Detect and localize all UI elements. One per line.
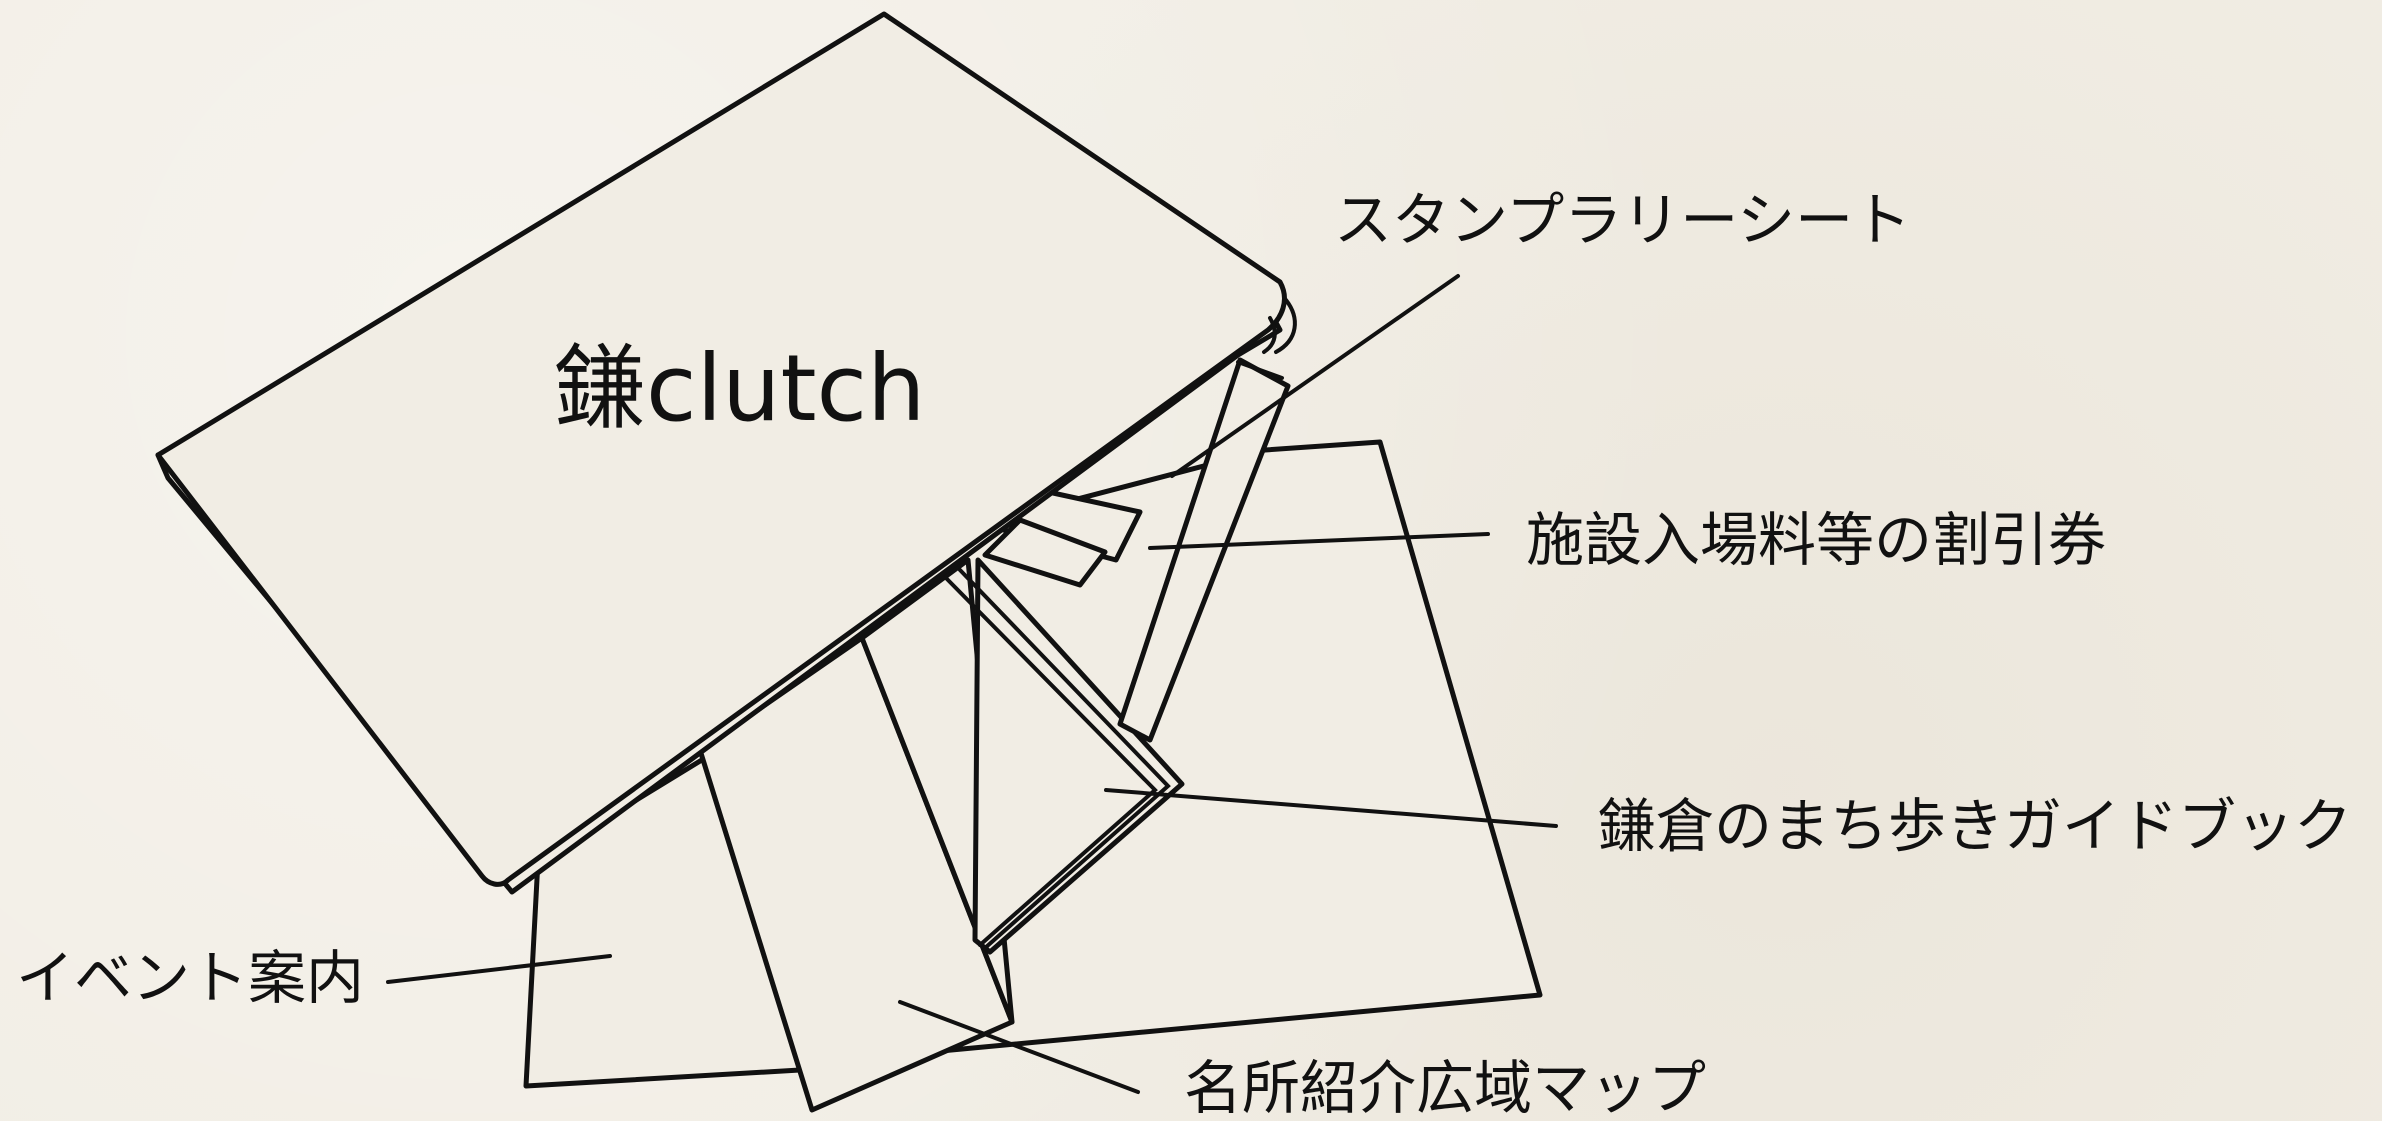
wallet-corner-curl (1274, 298, 1297, 354)
leader-guide-book (1104, 788, 1558, 828)
leader-event-info (386, 954, 612, 984)
wallet-title: 鎌clutch (554, 335, 925, 442)
wallet-cover (155, 11, 1287, 887)
guide-book-spine (958, 568, 1171, 950)
label-area-map: 名所紹介広域マップ (1184, 1054, 1706, 1121)
leader-stamp-rally (1170, 274, 1460, 478)
label-guide-book: 鎌倉のまち歩きガイドブック (1598, 792, 2352, 860)
leader-area-map (898, 1000, 1140, 1094)
label-stamp-rally-sheet: スタンプラリーシート (1334, 186, 1911, 254)
stamp-rally-sheet (1117, 357, 1291, 743)
label-event-info: イベント案内 (16, 944, 364, 1012)
wallet-corner-curl-2 (1262, 316, 1277, 354)
guide-book-spine-inner (944, 576, 1158, 947)
leader-discount (1148, 532, 1490, 550)
wallet-pocket-edge (1236, 360, 1284, 380)
label-discount-tickets: 施設入場料等の割引券 (1526, 506, 2106, 574)
discount-ticket-front (982, 517, 1108, 588)
